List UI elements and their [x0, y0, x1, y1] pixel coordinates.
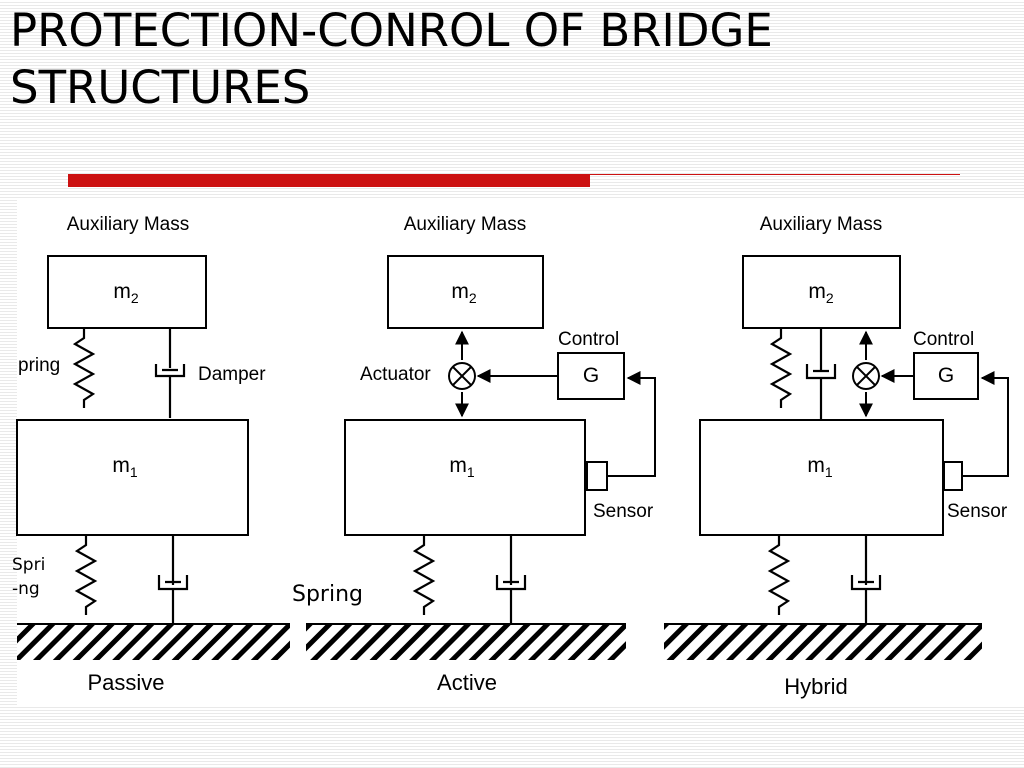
hybrid-lower-damper-icon [850, 535, 882, 625]
active-caption: Active [437, 670, 497, 695]
active-m2-box [387, 255, 544, 329]
passive-system: Auxiliary Mass m2 pring Damper m1 Spri -… [12, 214, 290, 695]
title-accent-bar [68, 174, 590, 187]
passive-caption: Passive [87, 670, 164, 695]
passive-upper-spring-icon [73, 326, 95, 410]
hybrid-upper-damper-icon [805, 328, 837, 420]
active-m2-label: m2 [451, 280, 477, 306]
passive-m2-label: m2 [113, 280, 139, 306]
active-spring-label: Spring [292, 582, 363, 607]
hybrid-aux-mass-label: Auxiliary Mass [760, 214, 882, 235]
hybrid-m2-box [742, 255, 901, 329]
hybrid-g-label: G [938, 364, 954, 387]
active-controller-box [557, 352, 625, 400]
active-system: Auxiliary Mass m2 Actuator Control G m1 … [292, 214, 656, 695]
hybrid-sensor-label: Sensor [947, 501, 1008, 522]
slide-title-line-2: STRUCTURES [10, 61, 311, 114]
passive-spring-lower-label-2: -ng [12, 579, 40, 599]
hybrid-m1-label: m1 [807, 454, 833, 480]
hybrid-lower-spring-icon [768, 533, 790, 617]
active-control-label: Control [558, 329, 619, 350]
active-sensor-icon [586, 461, 608, 491]
passive-m1-label: m1 [112, 454, 138, 480]
active-lower-damper-icon [495, 535, 527, 625]
hybrid-feedback-arrow [962, 371, 1009, 477]
hybrid-control-label: Control [913, 329, 974, 350]
hybrid-m2-label: m2 [808, 280, 834, 306]
hybrid-ground-hatch [664, 625, 982, 660]
passive-damper-label: Damper [198, 364, 266, 385]
passive-m2-box [47, 255, 207, 329]
hybrid-caption: Hybrid [784, 674, 848, 699]
hybrid-actuator-icon [852, 362, 880, 390]
passive-m1-box [16, 419, 249, 536]
hybrid-upper-spring-icon [770, 326, 792, 410]
active-m1-label: m1 [449, 454, 475, 480]
passive-ground-hatch [17, 625, 290, 660]
passive-spring-upper-label: pring [18, 355, 60, 376]
passive-spring-lower-label-1: Spri [12, 555, 45, 575]
passive-upper-damper-icon [154, 328, 186, 418]
passive-lower-damper-icon [157, 535, 189, 625]
passive-aux-mass-label: Auxiliary Mass [67, 214, 189, 235]
passive-lower-spring-icon [75, 533, 97, 617]
slide-title-line-1: PROTECTION-CONROL OF BRIDGE [10, 4, 773, 57]
active-feedback-arrow [607, 371, 656, 477]
active-g-label: G [583, 364, 599, 387]
active-actuator-icon [448, 362, 476, 390]
active-sensor-label: Sensor [593, 501, 654, 522]
hybrid-system: Auxiliary Mass m2 Control G m1 Sensor Hy… [664, 214, 1009, 699]
active-actuator-label: Actuator [360, 364, 431, 385]
slide-title: PROTECTION-CONROL OF BRIDGE STRUCTURES [10, 2, 1010, 116]
title-accent-line [590, 174, 960, 175]
active-ground-hatch [306, 625, 626, 660]
hybrid-sensor-icon [943, 461, 963, 491]
active-lower-spring-icon [413, 533, 435, 617]
active-m1-box [344, 419, 586, 536]
active-aux-mass-label: Auxiliary Mass [404, 214, 526, 235]
hybrid-m1-box [699, 419, 944, 536]
